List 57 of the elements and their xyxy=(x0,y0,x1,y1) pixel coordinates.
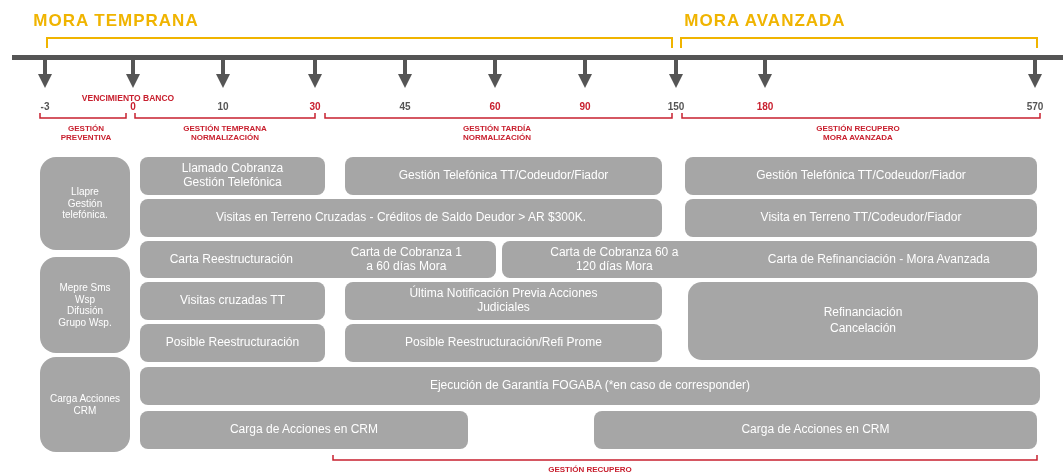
box-text: Carga de Acciones en CRM xyxy=(741,423,890,437)
activity-box xyxy=(345,282,662,320)
box-text: Carga Acciones CRM xyxy=(48,393,121,416)
day-number: 10 xyxy=(217,101,229,112)
box-text: Carta de Refinanciación - Mora Avanzada xyxy=(767,252,990,267)
activity-box xyxy=(140,241,496,278)
box-text: Llapre Gestión telefónica. xyxy=(61,186,109,221)
box-text: Mepre Sms Wsp Difusión Grupo Wsp. xyxy=(57,282,113,328)
stage-label: GESTIÓN PREVENTIVA xyxy=(59,125,113,143)
category-box xyxy=(40,257,130,353)
activity-box xyxy=(140,157,325,195)
category-box xyxy=(40,157,130,250)
box-text: Refinanciación xyxy=(823,306,903,320)
day-number: 150 xyxy=(667,101,685,112)
day-number: -3 xyxy=(40,101,50,112)
box-text: Posible Reestructuración xyxy=(165,336,300,350)
day-number: 30 xyxy=(309,101,321,112)
activity-box xyxy=(140,367,1040,405)
activity-box xyxy=(140,411,468,449)
box-text: Visitas en Terreno Cruzadas - Créditos de Saldo Deudor > AR $300K. xyxy=(215,211,587,225)
activity-box xyxy=(140,324,325,362)
box-text: Carta de Cobranza 1 a 60 días Mora xyxy=(349,245,464,274)
activity-box xyxy=(685,157,1037,195)
activity-box xyxy=(345,324,662,362)
day-number: 90 xyxy=(579,101,591,112)
stage-label: GESTIÓN RECUPERO MORA AVANZADA xyxy=(815,125,901,143)
stage-label: GESTIÓN TEMPRANA NORMALIZACIÓN xyxy=(182,125,268,143)
box-text: Gestión Telefónica TT/Codeudor/Fiador xyxy=(756,169,966,183)
box-text: Cancelación xyxy=(829,322,896,336)
milestone-label: VENCIMIENTO BANCO xyxy=(81,94,175,103)
box-text: Gestión Telefónica TT/Codeudor/Fiador xyxy=(398,169,609,183)
box-text: Visitas cruzadas TT xyxy=(180,294,285,308)
phase-heading: MORA TEMPRANA xyxy=(33,12,199,31)
category-box xyxy=(40,357,130,452)
stage-label: GESTIÓN RECUPERO xyxy=(548,466,632,475)
box-text: Carta Reestructuración xyxy=(169,252,294,267)
activity-box xyxy=(140,199,662,237)
activity-box xyxy=(140,282,325,320)
box-text: Ejecución de Garantía FOGABA (*en caso de corresponder) xyxy=(429,379,751,393)
box-text: Posible Reestructuración/Refi Prome xyxy=(405,336,602,350)
box-text: Carga de Acciones en CRM xyxy=(229,423,379,437)
stage-label: GESTIÓN TARDÍA NORMALIZACIÓN xyxy=(462,125,532,143)
day-number: 45 xyxy=(399,101,411,112)
box-text: Visita en Terreno TT/Codeudor/Fiador xyxy=(760,211,962,225)
box-text: Llamado Cobranza Gestión Telefónica xyxy=(180,162,285,190)
activity-box xyxy=(688,282,1038,360)
box-text: Última Notificación Previa Acciones Judiciales xyxy=(408,287,599,315)
day-number: 60 xyxy=(489,101,501,112)
phase-heading: MORA AVANZADA xyxy=(684,12,846,31)
activity-box xyxy=(594,411,1037,449)
activity-box xyxy=(345,157,662,195)
box-text: Carta de Cobranza 60 a 120 días Mora xyxy=(549,245,680,274)
day-number: 0 xyxy=(130,101,136,112)
activity-box xyxy=(685,199,1037,237)
day-number: 570 xyxy=(1026,101,1044,112)
day-number: 180 xyxy=(756,101,774,112)
activity-box xyxy=(502,241,1037,278)
